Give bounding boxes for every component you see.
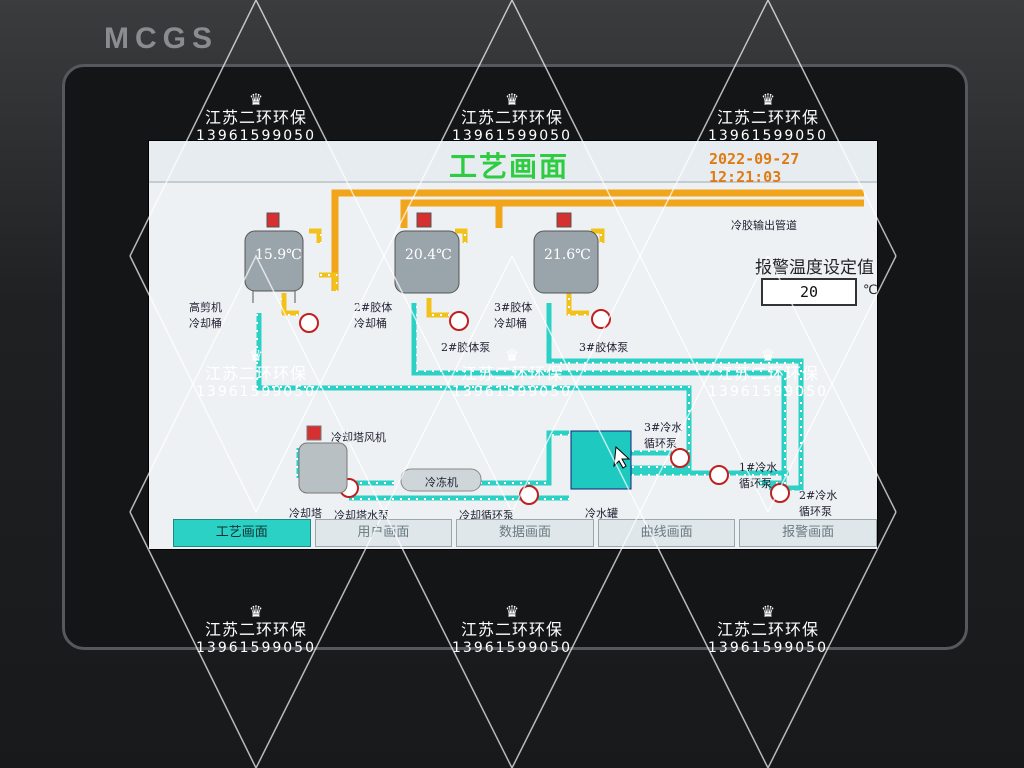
cooling-tower (298, 425, 348, 494)
crown-icon: ♛ (504, 90, 520, 109)
tank-3-name: 3#胶体 冷却桶 (494, 301, 533, 330)
tab-curve[interactable]: 曲线画面 (597, 519, 736, 547)
tank-3-temp: 21.6℃ (544, 247, 591, 263)
watermark-company: 江苏二环环保 (716, 364, 819, 383)
watermark-phone: 13961599050 (196, 640, 316, 656)
watermark-phone: 13961599050 (708, 128, 828, 144)
crown-icon: ♛ (760, 346, 776, 365)
nav-bar: 工艺画面 用户画面 数据画面 曲线画面 报警画面 (173, 519, 877, 547)
tank-2-name: 2#胶体 冷却桶 (354, 301, 393, 330)
process-diagram (244, 189, 864, 505)
tab-data[interactable]: 数据画面 (456, 519, 594, 547)
page-title: 工艺画面 (449, 150, 570, 183)
datetime-display: 2022-09-27 12:21:03 (709, 150, 800, 186)
brand-logo: MCGS (104, 22, 218, 55)
tab-user[interactable]: 用户画面 (314, 519, 453, 547)
watermark-company: 江苏二环环保 (204, 364, 307, 383)
chiller (400, 468, 482, 492)
watermark-company: 江苏二环环保 (460, 364, 563, 383)
watermark-phone: 13961599050 (196, 128, 316, 144)
chiller-label: 冷冻机 (425, 476, 458, 489)
crown-icon: ♛ (504, 602, 520, 621)
tank-2-temp: 20.4℃ (405, 247, 452, 263)
tab-process[interactable]: 工艺画面 (173, 519, 311, 547)
tank-1-temp: 15.9℃ (255, 247, 302, 263)
tank-1 (244, 212, 304, 303)
hmi-screen: 工艺画面 2022-09-27 12:21:03 (148, 140, 878, 550)
title-bar: 工艺画面 2022-09-27 12:21:03 (149, 141, 877, 186)
alarm-setpoint-label: 报警温度设定值 (755, 258, 874, 278)
cw-pump-1-label: 1#冷水 循环泵 (739, 461, 778, 490)
cw-pump-3-label: 3#冷水 循环泵 (644, 421, 683, 450)
watermark-phone: 13961599050 (452, 128, 572, 144)
watermark-phone: 13961599050 (708, 384, 828, 400)
alarm-unit: ℃ (863, 283, 878, 298)
crown-icon: ♛ (248, 346, 264, 365)
watermark-phone: 13961599050 (452, 640, 572, 656)
tower-label: 冷却塔 (289, 507, 322, 520)
crown-icon: ♛ (760, 90, 776, 109)
circ-pump-label: 冷却循环泵 (459, 509, 514, 522)
water-tank-label: 冷水罐 (585, 507, 618, 520)
watermark-company: 江苏二环环保 (716, 620, 819, 639)
pump-icons (299, 309, 790, 505)
watermark-phone: 13961599050 (196, 384, 316, 400)
cw-pump-2-label: 2#冷水 循环泵 (799, 489, 838, 518)
crown-icon: ♛ (248, 90, 264, 109)
tank-1-name: 高剪机 冷却桶 (189, 301, 222, 330)
tab-alarm[interactable]: 报警画面 (739, 519, 877, 547)
watermark-company: 江苏二环环保 (460, 620, 563, 639)
watermark-company: 江苏二环环保 (460, 108, 563, 127)
output-pipe-label: 冷胶输出管道 (731, 219, 797, 232)
alarm-setpoint-input[interactable]: 20 (761, 278, 857, 306)
watermark-company: 江苏二环环保 (204, 620, 307, 639)
watermark-company: 江苏二环环保 (716, 108, 819, 127)
tank-2 (394, 212, 460, 294)
watermark-phone: 13961599050 (708, 640, 828, 656)
crown-icon: ♛ (248, 602, 264, 621)
watermark-phone: 13961599050 (452, 384, 572, 400)
tank-3 (533, 212, 599, 294)
tower-pump-label: 冷却塔水泵 (334, 509, 389, 522)
crown-icon: ♛ (504, 346, 520, 365)
crown-icon: ♛ (760, 602, 776, 621)
watermark-company: 江苏二环环保 (204, 108, 307, 127)
pump-3-label: 3#胶体泵 (579, 341, 629, 354)
